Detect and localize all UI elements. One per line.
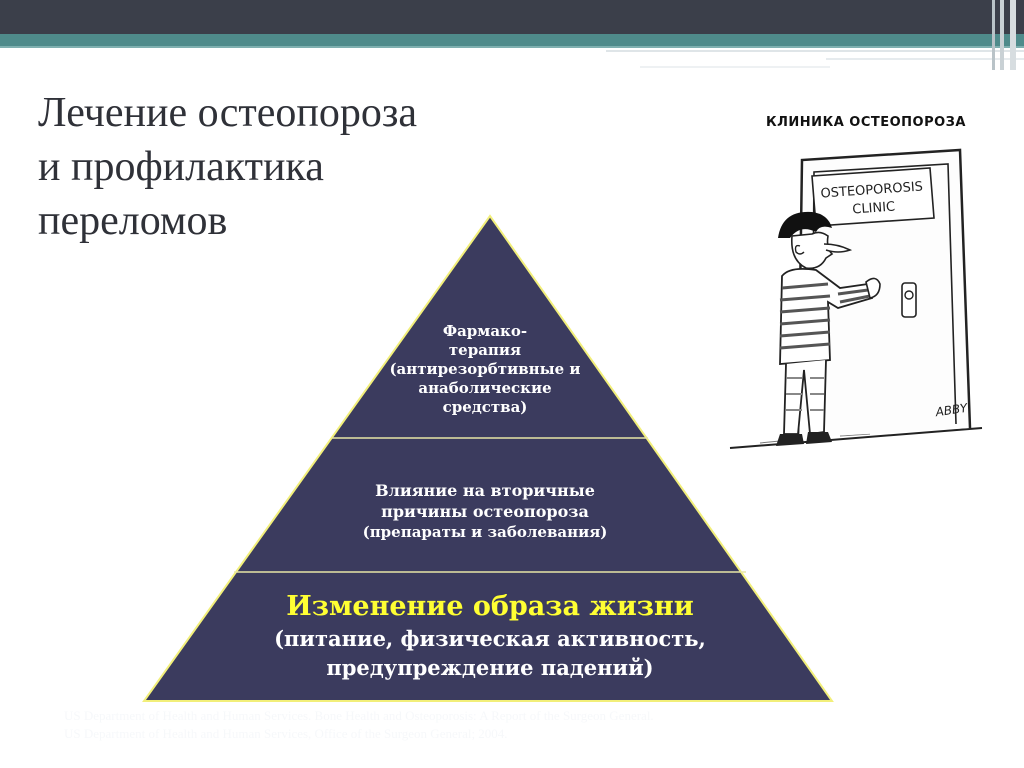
vertical-stripe [1010,0,1016,70]
title-line: Лечение остеопороза [38,90,418,136]
tier-text: Фармако- [442,322,528,340]
accent-line [606,50,1024,52]
door-sign: OSTEOPOROSIS CLINIC [811,167,935,227]
source-line: US Department of Health and Human Servic… [64,708,654,723]
title-line: и профилактика [38,144,324,190]
teal-band [0,34,1024,46]
accent-line [826,58,1024,60]
person-figure [776,211,881,446]
tier-text: терапия [448,341,522,359]
cartoon-caption: КЛИНИКА ОСТЕОПОРОЗА [766,115,966,130]
tier-heading: Изменение образа жизни [286,591,694,622]
vertical-stripe [1000,0,1004,70]
tier-text: (антирезорбтивные и [389,360,581,378]
teal-thin-line [0,46,1024,48]
vertical-stripe [992,0,995,70]
tier-text: средства) [442,398,528,416]
tier-text: предупреждение падений) [326,655,654,680]
accent-line [640,66,830,68]
tier-text: причины остеопороза [381,502,589,521]
door-sign-line1: OSTEOPOROSIS [820,179,923,201]
pyramid-tier-pharmacotherapy: Фармако- терапия (антирезорбтивные и ана… [350,322,620,417]
osteoporosis-clinic-cartoon: OSTEOPOROSIS CLINIC ABBY [729,148,983,449]
artist-signature: ABBY [934,401,970,420]
source-reference: US Department of Health and Human Servic… [64,707,964,743]
tier-text: Влияние на вторичные [375,481,595,500]
slide-title: Лечение остеопороза и профилактика перел… [38,86,518,248]
title-line: переломов [38,198,228,244]
tier-text: (препараты и заболевания) [362,523,608,541]
pyramid-shape [142,214,834,702]
pyramid-tier-secondary-causes: Влияние на вторичные причины остеопороза… [260,480,710,543]
source-line: US Department of Health and Human Servic… [64,726,508,741]
tier-text: (питание, физическая активность, [274,626,706,651]
tier-text: анаболические [418,379,552,397]
door-sign-line2: CLINIC [852,200,896,218]
pyramid-tier-lifestyle: Изменение образа жизни (питание, физичес… [170,590,810,682]
top-bar [0,0,1024,34]
door-knob-icon [901,282,917,318]
